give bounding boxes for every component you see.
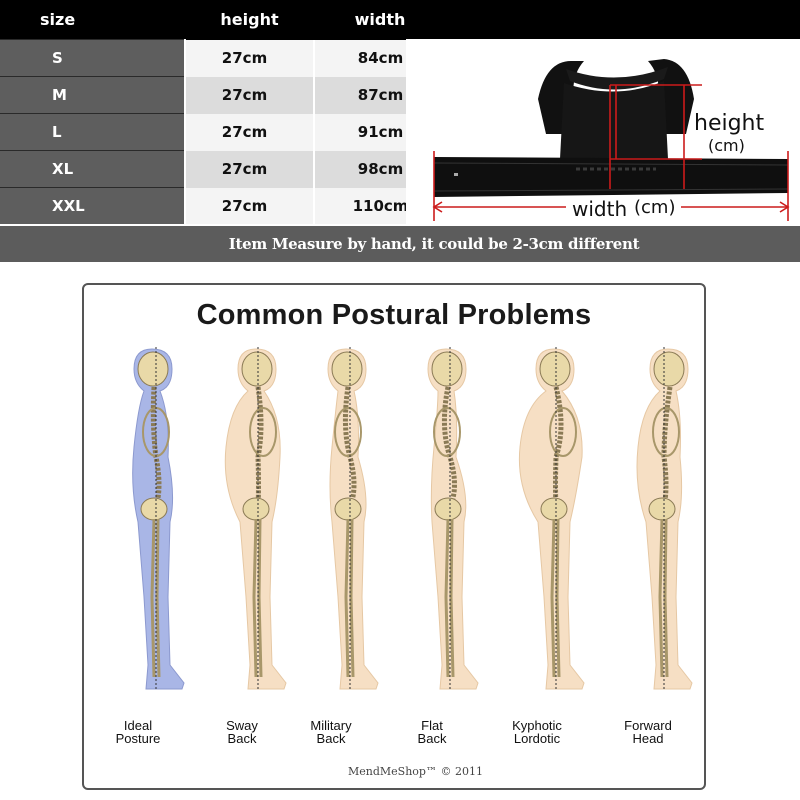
height-cell: 27cm [184, 187, 314, 224]
height-measure-line [609, 84, 702, 189]
size-row-l: L 27cm 91cm [0, 113, 476, 151]
width-measure-line [432, 151, 790, 221]
size-cell: S [0, 39, 185, 77]
height-cell: 27cm [184, 39, 314, 77]
forward-head-skeleton-icon [620, 347, 710, 707]
military-back-skeleton-icon [306, 347, 396, 707]
size-cell: XL [0, 150, 185, 188]
header-size: size [0, 0, 185, 40]
size-row-xxl: XXL 27cm 110cm [0, 187, 476, 224]
size-row-m: M 27cm 87cm [0, 76, 476, 114]
size-chart-table: size height width S 27cm 84cm M 27cm 87c… [0, 0, 476, 224]
product-measure-diagram: height (cm) width (cm) [406, 39, 800, 226]
height-label: height [694, 111, 765, 136]
flat-back-skeleton-icon [406, 347, 496, 707]
size-cell: XXL [0, 187, 185, 224]
size-cell: M [0, 76, 185, 114]
measurement-note-text: Item Measure by hand, it could be 2-3cm … [228, 235, 640, 253]
poster-title: Common Postural Problems [196, 299, 592, 331]
width-unit-label: (cm) [634, 197, 676, 218]
kyphotic-lordotic-skeleton-icon [512, 347, 602, 707]
header-height: height [185, 0, 314, 40]
width-label: width [572, 197, 628, 221]
sway-back-skeleton-icon [214, 347, 304, 707]
height-unit-label: (cm) [708, 136, 745, 155]
height-cell: 27cm [184, 113, 314, 151]
measurement-note: Item Measure by hand, it could be 2-3cm … [0, 226, 800, 262]
height-cell: 27cm [184, 76, 314, 114]
poster-credit: MendMeShop™ © 2011 [348, 765, 483, 778]
header-bar-fill [406, 0, 800, 39]
ideal-posture-skeleton-icon [112, 347, 202, 707]
size-row-xl: XL 27cm 98cm [0, 150, 476, 188]
posture-brace-product-icon [432, 59, 790, 221]
size-cell: L [0, 113, 185, 151]
size-row-s: S 27cm 84cm [0, 39, 476, 77]
size-chart-header-row: size height width [0, 0, 476, 40]
height-cell: 27cm [184, 150, 314, 188]
